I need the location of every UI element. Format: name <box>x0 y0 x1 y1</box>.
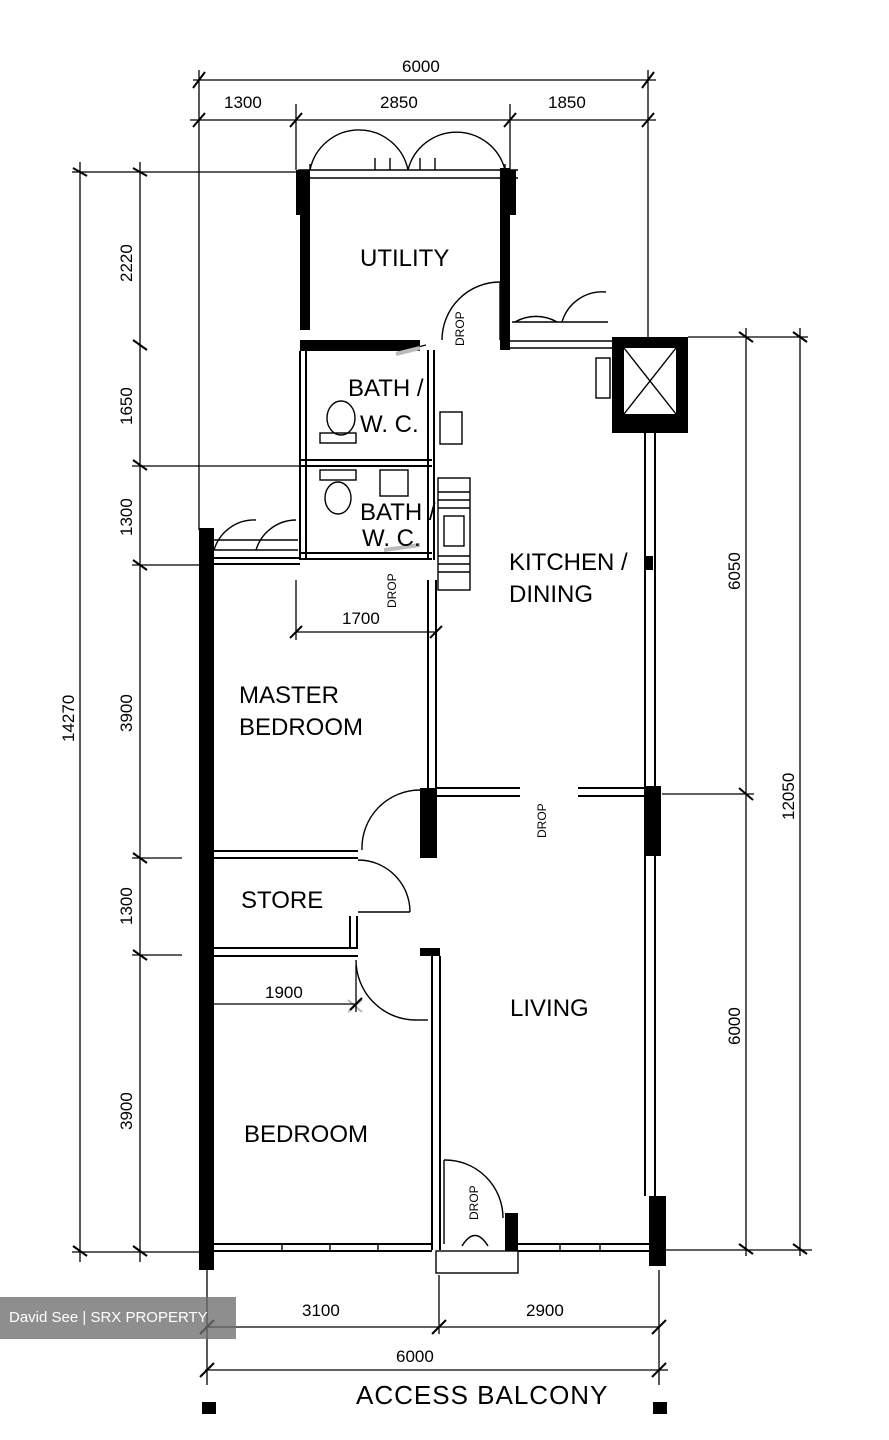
drop-label-entrance: DROP <box>467 1185 481 1220</box>
living-bottom-right-pier <box>649 1196 666 1266</box>
living-bottom-door-pier <box>505 1213 518 1251</box>
right-wall-mid-pier <box>646 556 653 570</box>
drop-labels: DROP DROP DROP DROP <box>385 311 549 1220</box>
corner-marker-left <box>202 1402 216 1414</box>
dim-top-seg-2: 2850 <box>380 93 418 112</box>
room-utility: UTILITY <box>360 245 449 272</box>
toilet-cistern-1 <box>319 432 357 444</box>
kitchen-left-pier <box>420 788 437 858</box>
dim-bottom-seg-2: 2900 <box>526 1301 564 1320</box>
room-bedroom: BEDROOM <box>244 1121 368 1148</box>
corner-marker-right <box>653 1402 667 1414</box>
room-living: LIVING <box>510 995 589 1022</box>
kitchen-counter <box>437 477 471 591</box>
room-bath-wc-1-line2: W. C. <box>360 411 419 438</box>
toilet-2 <box>324 481 352 515</box>
dim-left-seg-5: 1300 <box>117 887 136 925</box>
dim-bottom-total: 6000 <box>396 1347 434 1366</box>
dim-left-seg-1: 2220 <box>117 244 136 282</box>
dim-top-total: 6000 <box>402 57 440 76</box>
dim-inner-1900: 1900 <box>265 983 303 1002</box>
room-bath-wc-1-line1: BATH / <box>348 375 424 402</box>
dim-left-seg-4: 3900 <box>117 694 136 732</box>
left-exterior-wall <box>199 528 214 1270</box>
dim-left-total: 14270 <box>59 695 78 742</box>
drop-label-kitchen: DROP <box>535 803 549 838</box>
living-left-wall-top <box>420 948 440 956</box>
dim-right-seg-2: 6000 <box>725 1007 744 1045</box>
dim-top-seg-3: 1850 <box>548 93 586 112</box>
dim-left-seg-3: 1300 <box>117 498 136 536</box>
dim-right-seg-1: 6050 <box>725 552 744 590</box>
toilet-cistern-2 <box>319 469 357 481</box>
dimension-lines <box>72 70 812 1385</box>
room-bath-wc-2-line2: W. C. <box>362 525 421 552</box>
drop-label-utility: DROP <box>453 311 467 346</box>
room-kitchen-line1: KITCHEN / <box>509 549 628 576</box>
dim-left-seg-2: 1650 <box>117 387 136 425</box>
watermark: David See | SRX PROPERTY <box>0 1297 236 1339</box>
doors <box>213 129 608 1247</box>
utility-left-wall <box>300 170 310 330</box>
kitchen-sink <box>443 515 465 547</box>
kitchen-right-pier <box>644 786 661 856</box>
toilet-1 <box>326 400 356 436</box>
fixtures <box>319 346 677 1013</box>
wall-lines <box>214 340 656 1274</box>
dim-bottom-seg-1: 3100 <box>302 1301 340 1320</box>
dim-top-seg-1: 1300 <box>224 93 262 112</box>
utility-top-right-pier <box>508 170 516 215</box>
access-balcony-label: ACCESS BALCONY <box>356 1380 608 1410</box>
basin-1 <box>439 411 463 445</box>
dim-right-total: 12050 <box>779 773 798 820</box>
kitchen-meter <box>595 357 611 399</box>
utility-bottom-wall <box>300 340 420 351</box>
utility-right-wall <box>500 168 510 350</box>
drop-label-bath: DROP <box>385 573 399 608</box>
dim-inner-1700: 1700 <box>342 609 380 628</box>
room-bath-wc-2-line1: BATH / <box>360 499 436 526</box>
utility-top-left-pier <box>296 170 304 215</box>
basin-2 <box>379 469 409 497</box>
room-labels: UTILITY BATH / W. C. BATH / W. C. KITCHE… <box>239 245 628 1410</box>
room-store: STORE <box>241 887 323 914</box>
dim-left-seg-6: 3900 <box>117 1092 136 1130</box>
room-kitchen-line2: DINING <box>509 581 593 608</box>
dimension-labels: 6000 1300 2850 1850 14270 2220 1650 1300… <box>59 57 798 1366</box>
room-master-line1: MASTER <box>239 682 339 709</box>
room-master-line2: BEDROOM <box>239 714 363 741</box>
